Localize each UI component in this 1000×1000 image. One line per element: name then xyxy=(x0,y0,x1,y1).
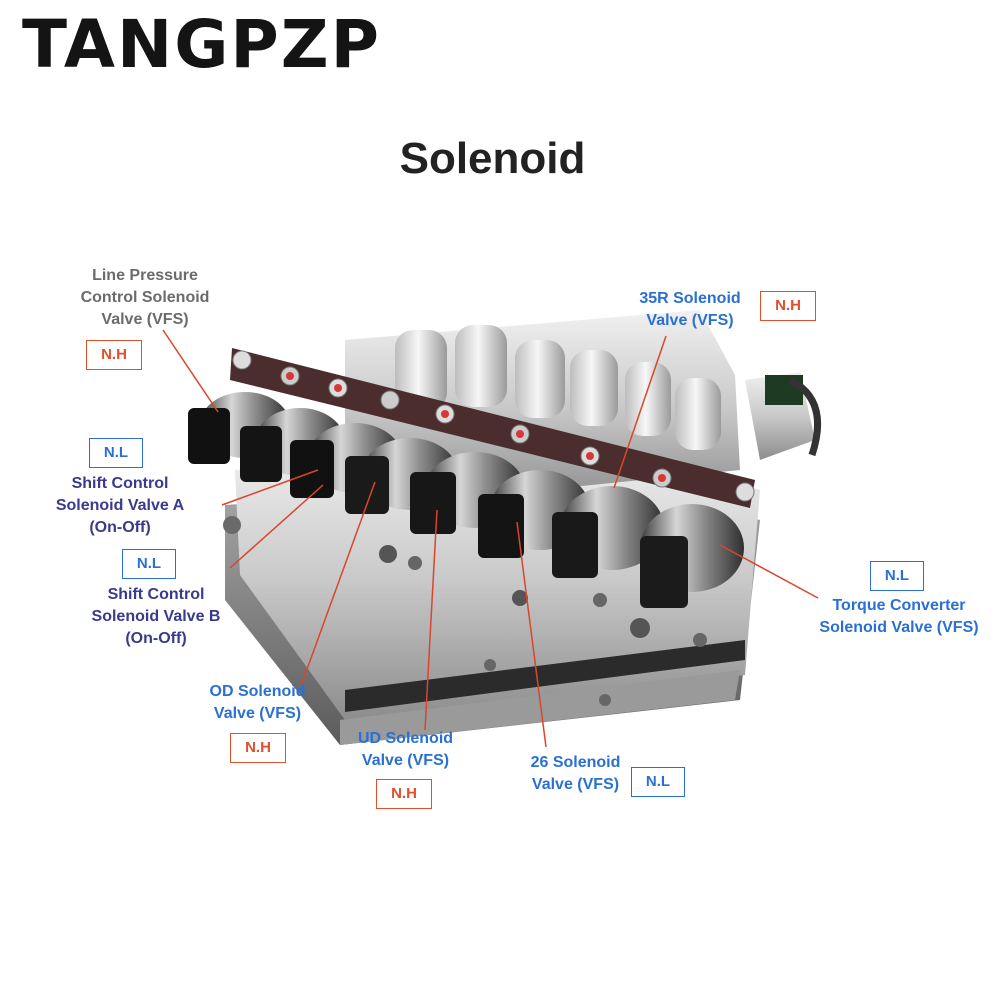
label-line: Valve (VFS) xyxy=(646,312,734,329)
shift-control-a-label: Shift Control Solenoid Valve A (On-Off) xyxy=(30,473,210,539)
line-pressure-solenoid-label: Line Pressure Control Solenoid Valve (VF… xyxy=(50,265,240,331)
label-line: (On-Off) xyxy=(89,519,151,536)
label-line: Control Solenoid xyxy=(80,289,210,306)
label-line: Valve (VFS) xyxy=(531,776,620,793)
solenoid-35r-nh-tag: N.H xyxy=(760,291,816,321)
solenoid-26-nl-tag: N.L xyxy=(631,767,685,797)
label-line: Line Pressure xyxy=(92,267,198,284)
leader-lines xyxy=(162,329,819,748)
brand-logo: TANGPZP xyxy=(22,6,381,83)
diagram-title: Solenoid xyxy=(399,134,586,183)
label-line: Solenoid Valve A xyxy=(55,497,185,514)
label-line: Shift Control xyxy=(107,586,205,603)
label-line: Solenoid Valve B xyxy=(91,608,221,625)
shift-a-nl-tag: N.L xyxy=(89,438,143,468)
od-solenoid-label: OD Solenoid Valve (VFS) xyxy=(190,681,325,725)
torque-converter-nl-tag: N.L xyxy=(870,561,924,591)
solenoid-26-label: 26 Solenoid Valve (VFS) xyxy=(508,752,643,796)
label-line: OD Solenoid xyxy=(209,683,306,700)
solenoid-35r-label: 35R Solenoid Valve (VFS) xyxy=(620,288,760,332)
label-line: 35R Solenoid xyxy=(639,290,741,307)
label-line: Torque Converter xyxy=(832,597,966,614)
label-line: Valve (VFS) xyxy=(101,311,189,328)
solenoid-bracket xyxy=(230,348,755,508)
torque-converter-solenoid-label: Torque Converter Solenoid Valve (VFS) xyxy=(800,595,998,639)
solenoid-row xyxy=(188,392,744,608)
shift-control-b-label: Shift Control Solenoid Valve B (On-Off) xyxy=(66,584,246,650)
ud-nh-tag: N.H xyxy=(376,779,432,809)
ud-solenoid-label: UD Solenoid Valve (VFS) xyxy=(338,728,473,772)
line-pressure-nh-tag: N.H xyxy=(86,340,142,370)
label-line: (On-Off) xyxy=(125,630,187,647)
label-line: UD Solenoid xyxy=(357,730,454,747)
od-nh-tag: N.H xyxy=(230,733,286,763)
shift-b-nl-tag: N.L xyxy=(122,549,176,579)
label-line: Shift Control xyxy=(71,475,169,492)
label-line: Valve (VFS) xyxy=(213,705,302,722)
label-line: 26 Solenoid xyxy=(530,754,621,771)
label-line: Valve (VFS) xyxy=(361,752,450,769)
label-line: Solenoid Valve (VFS) xyxy=(819,619,979,636)
